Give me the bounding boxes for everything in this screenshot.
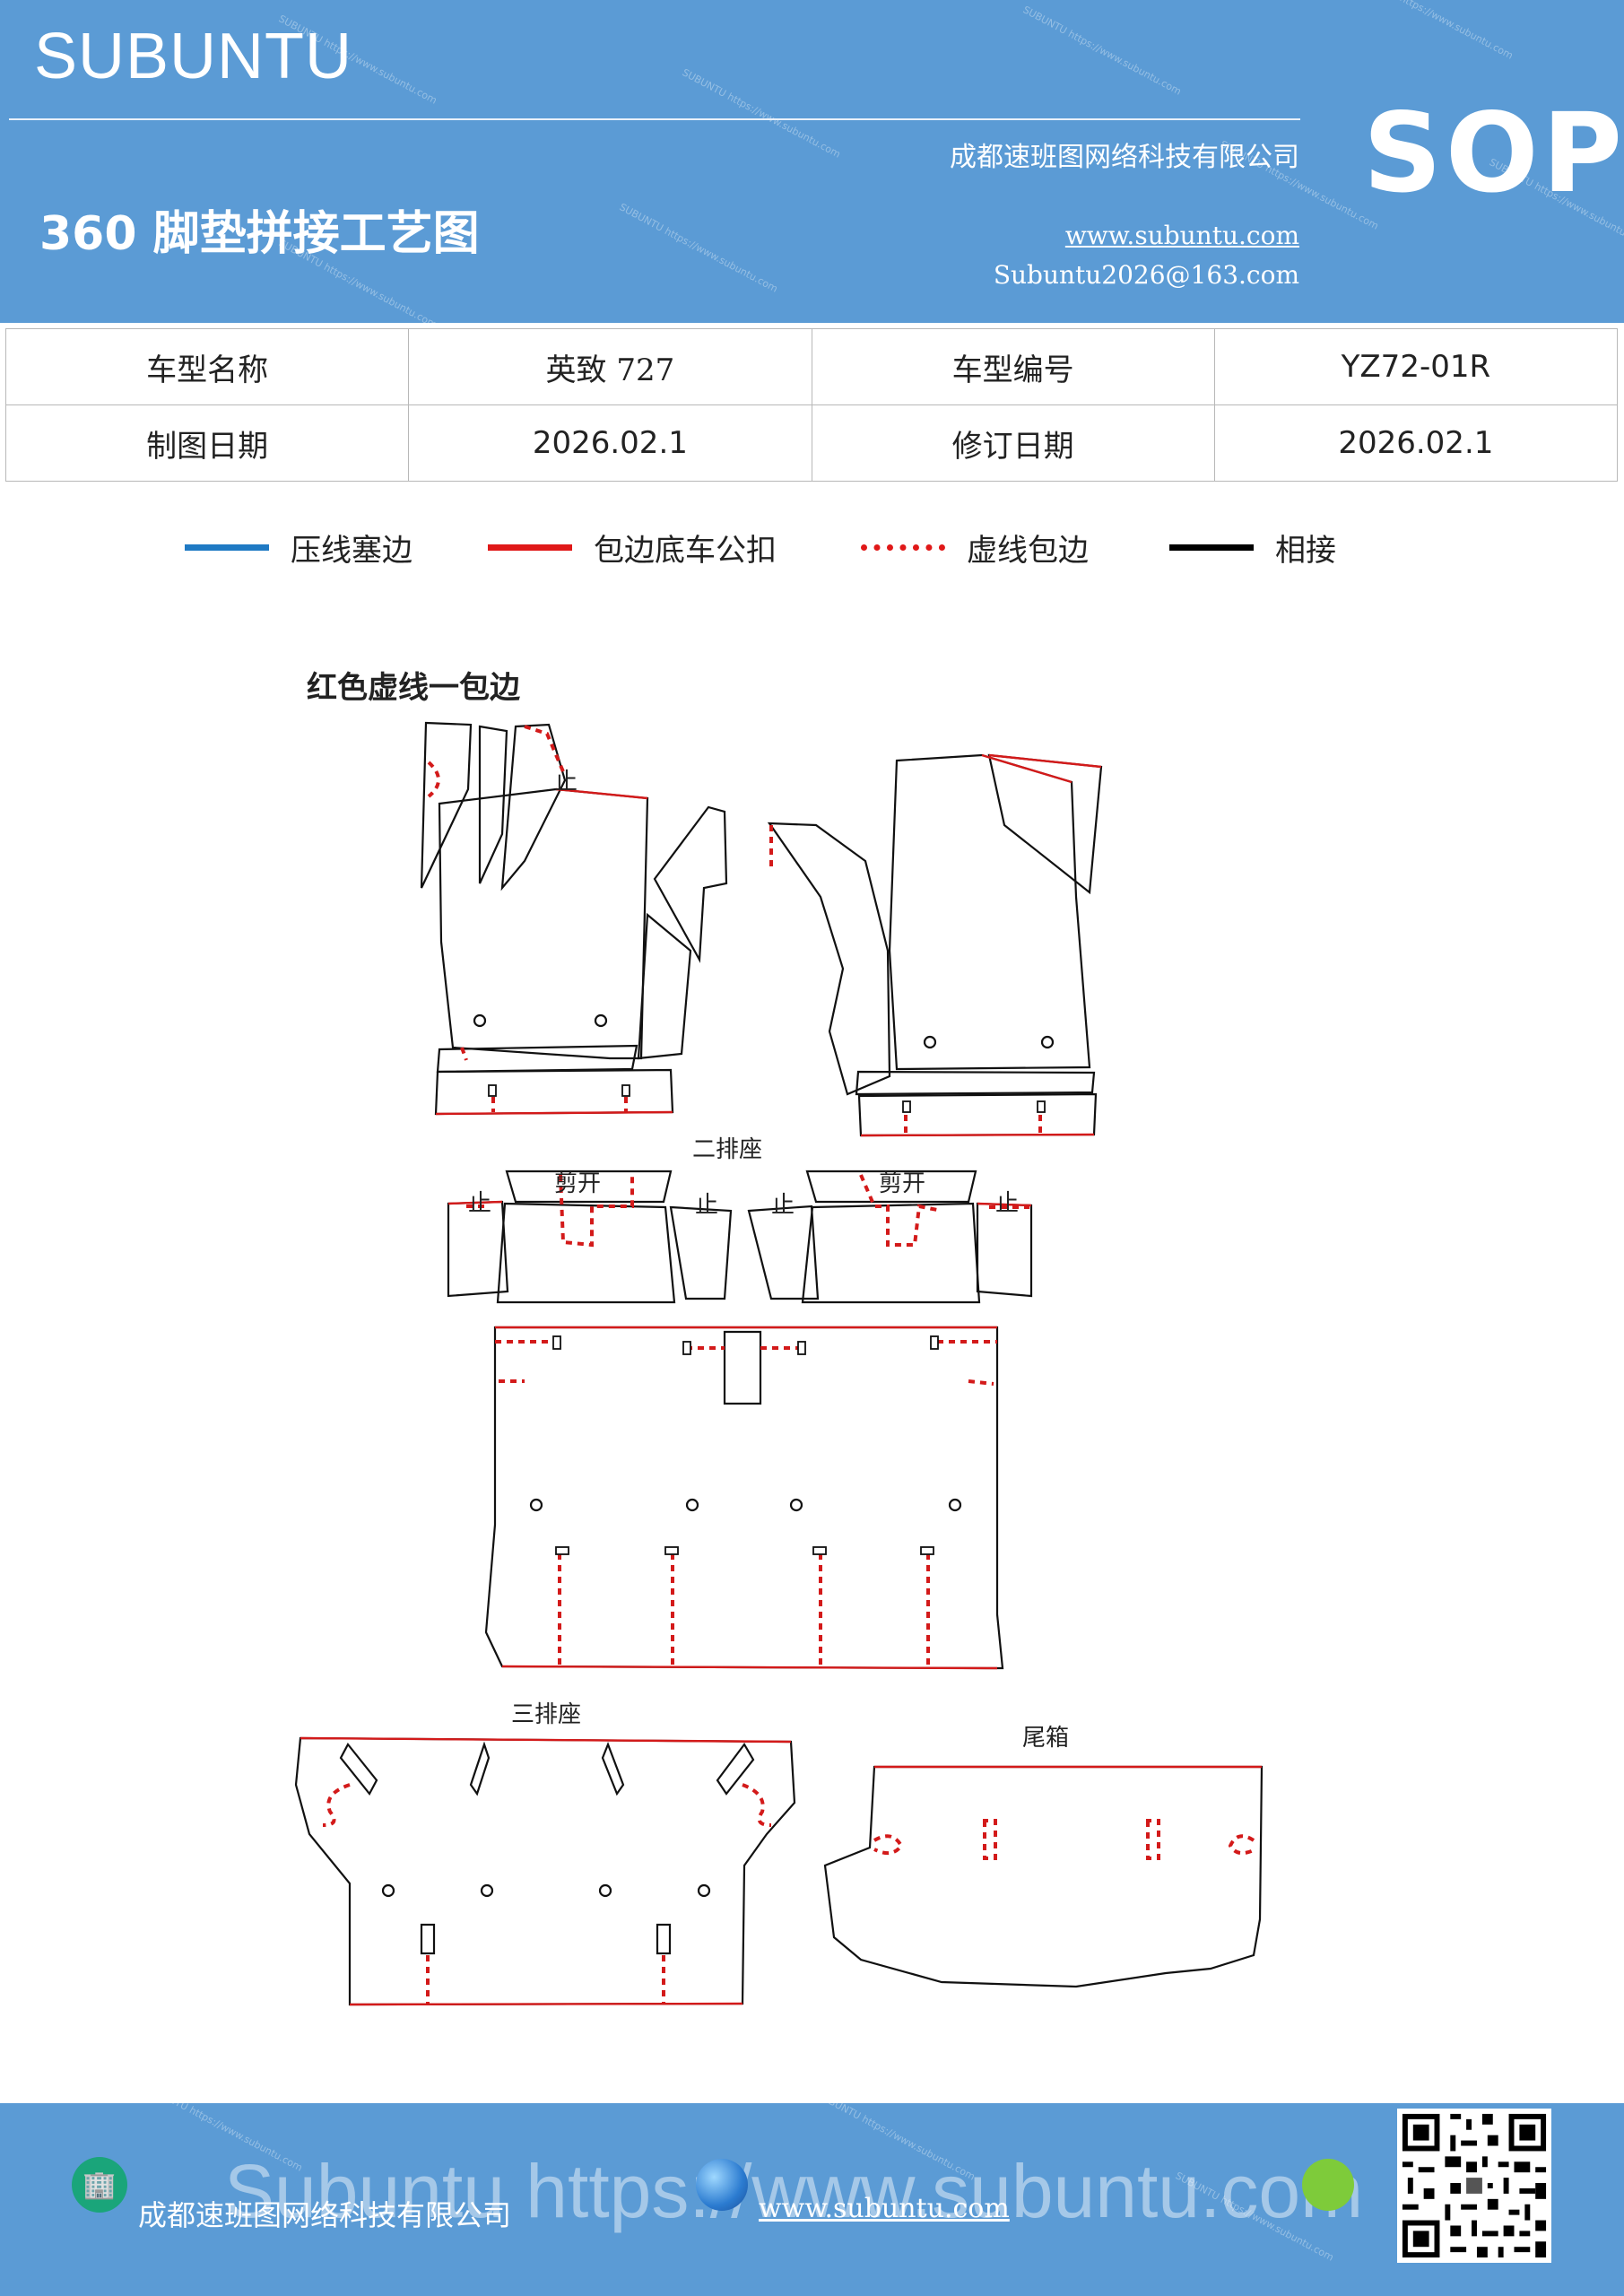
label-stop: 止 [695, 1192, 718, 1219]
mount-hole [923, 1035, 937, 1049]
legend-label: 压线塞边 [291, 532, 413, 569]
label-stop: 止 [468, 1190, 491, 1217]
mount-hole [1040, 1035, 1055, 1049]
label-third-row: 三排座 [511, 1701, 581, 1728]
second-row-right-top [805, 1170, 977, 1204]
footer-company-name: 成都速班图网络科技有限公司 [138, 2198, 512, 2232]
third-row-notch [716, 1743, 755, 1796]
label-stop: 止 [554, 769, 578, 796]
sop-badge: SOP [1363, 90, 1624, 217]
driver-rear-strip [434, 1068, 674, 1116]
driver-mat [438, 787, 649, 1060]
legend-item: 相接 [1169, 520, 1336, 574]
mount-hole [598, 1883, 612, 1898]
third-row-slot [656, 1923, 672, 1955]
red-dashed-edges [322, 725, 1256, 2005]
vehicle-info-table: 车型名称 英致 727 车型编号 YZ72-01R 制图日期 2026.02.1… [4, 328, 1619, 482]
second-row-right-outer [976, 1202, 1033, 1298]
passenger-side-piece [987, 753, 1103, 895]
third-row-slot [420, 1923, 436, 1955]
floor-center-tab [723, 1330, 762, 1405]
passenger-mat [888, 753, 1091, 1071]
second-row-right-inner [747, 1205, 820, 1300]
header-banner: SUBUNTU https://www.subuntu.com SUBUNTU … [0, 0, 1624, 323]
driver-side-strip [478, 725, 508, 884]
qr-code-icon[interactable] [1397, 2109, 1551, 2263]
mount-hole [789, 1498, 803, 1512]
brand-logo-text: SUBUNTU [34, 21, 353, 92]
model-code-value: YZ72-01R [1213, 328, 1619, 405]
draw-date-label: 制图日期 [4, 404, 410, 482]
clip-markers [488, 1084, 1046, 1555]
label-second-row: 二排座 [692, 1136, 762, 1163]
legend-item: 包边底车公扣 [488, 520, 777, 574]
document-title: 360 脚垫拼接工艺图 [39, 207, 480, 261]
trunk-mat [823, 1765, 1264, 1988]
label-trunk: 尾箱 [1022, 1725, 1069, 1752]
mount-hole [529, 1498, 543, 1512]
line-legend: 压线塞边 包边底车公扣 虚线包边 相接 [0, 520, 1624, 574]
diagram-title: 红色虚线一包边 [307, 670, 520, 706]
mount-hole [594, 1013, 608, 1028]
legend-swatch-red-dotted [861, 544, 945, 551]
second-row-left-seat [496, 1202, 676, 1304]
model-name-label: 车型名称 [4, 328, 410, 405]
legend-item: 虚线包边 [861, 520, 1089, 574]
revision-date-label: 修订日期 [811, 404, 1215, 482]
third-row-notch [469, 1741, 491, 1796]
driver-pedal-piece [500, 723, 567, 891]
label-stop: 止 [995, 1190, 1019, 1217]
third-row-notch [601, 1741, 625, 1796]
table-row: 车型名称 英致 727 车型编号 YZ72-01R [4, 328, 1619, 405]
label-stop: 止 [771, 1192, 795, 1219]
footer-watermark: Subuntu https://www.subuntu.com [224, 2149, 1364, 2233]
driver-tunnel-top [653, 805, 728, 963]
label-cut-left: 剪开 [554, 1170, 601, 1197]
passenger-rear-strip [857, 1092, 1098, 1137]
legend-label: 相接 [1275, 532, 1336, 569]
mount-hole [381, 1883, 395, 1898]
driver-tunnel-side [637, 912, 692, 1060]
second-row-right-seat [801, 1202, 981, 1304]
second-row-left-inner [669, 1205, 733, 1300]
legend-label: 虚线包边 [967, 532, 1089, 569]
company-name: 成都速班图网络科技有限公司 [950, 142, 1299, 173]
wechat-icon [1302, 2159, 1354, 2211]
driver-side-piece [420, 721, 473, 889]
passenger-footwell [767, 822, 891, 1096]
legend-item: 压线塞边 [185, 520, 413, 574]
model-name-value: 英致 727 [408, 328, 812, 405]
revision-date-value: 2026.02.1 [1213, 404, 1619, 482]
mount-hole [473, 1013, 487, 1028]
draw-date-value: 2026.02.1 [408, 404, 812, 482]
driver-front-strip [436, 1044, 638, 1074]
globe-icon [696, 2159, 748, 2211]
legend-swatch-black [1169, 544, 1254, 551]
legend-swatch-blue [185, 544, 269, 551]
second-row-floor [484, 1326, 1004, 1670]
footer-website-link[interactable]: www.subuntu.com [759, 2193, 1010, 2224]
second-row-left-top [505, 1170, 673, 1204]
email-address[interactable]: Subuntu2026@163.com [993, 260, 1299, 290]
third-row-notch [339, 1743, 378, 1796]
mount-hole [480, 1883, 494, 1898]
table-row: 制图日期 2026.02.1 修订日期 2026.02.1 [4, 404, 1619, 482]
passenger-front-strip [855, 1070, 1096, 1096]
model-code-label: 车型编号 [811, 328, 1215, 405]
legend-swatch-red [488, 544, 572, 551]
building-icon: 🏢 [72, 2157, 127, 2213]
label-cut-right: 剪开 [879, 1170, 925, 1197]
mount-hole [948, 1498, 962, 1512]
legend-label: 包边底车公扣 [594, 532, 777, 569]
header-divider [9, 118, 1300, 120]
mount-hole [697, 1883, 711, 1898]
footer-banner: SUBUNTU https://www.subuntu.com SUBUNTU … [0, 2103, 1624, 2296]
website-link[interactable]: www.subuntu.com [1064, 221, 1299, 250]
mount-hole [685, 1498, 699, 1512]
floor-mat-diagram: 红色虚线一包边 二排座 三排座 尾箱 剪开 剪开 止 止 止 止 止 [294, 670, 1264, 2006]
red-solid-edges [300, 753, 1262, 2006]
